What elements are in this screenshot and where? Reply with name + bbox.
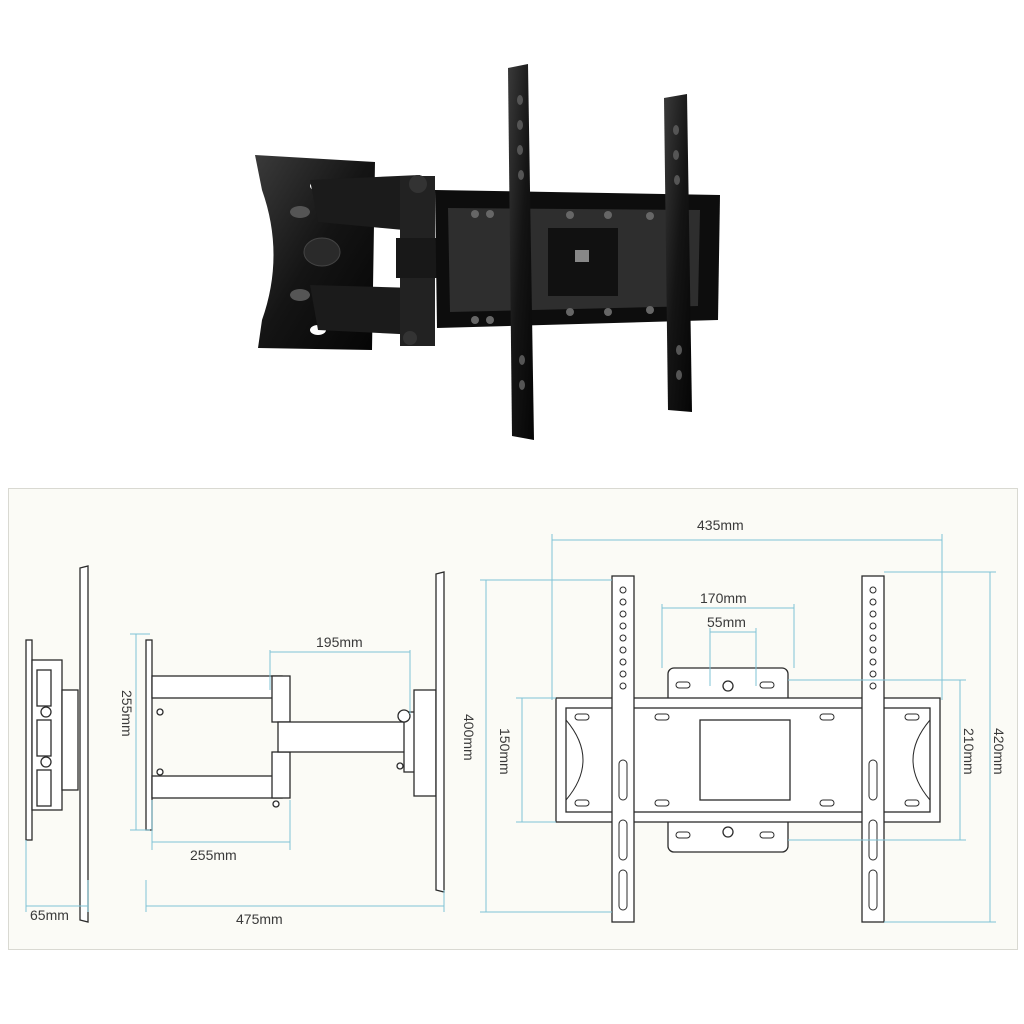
mount-width-label: 435mm	[697, 517, 744, 533]
hole-spacing-label: 55mm	[707, 614, 746, 630]
arm-width-label: 255mm	[190, 847, 237, 863]
rail-height-label: 400mm	[461, 714, 477, 761]
side-profile-collapsed	[25, 565, 89, 923]
plate-height-label: 210mm	[961, 728, 977, 775]
vesa-width-label: 170mm	[700, 590, 747, 606]
front-view	[480, 534, 996, 923]
max-height-label: 420mm	[991, 728, 1007, 775]
wall-plate-height-label: 255mm	[119, 690, 135, 737]
frame-height-label: 150mm	[497, 728, 513, 775]
product-photo	[255, 64, 720, 440]
arm-extension-label: 195mm	[316, 634, 363, 650]
side-thickness-label: 65mm	[30, 907, 69, 923]
side-profile-extended	[130, 571, 445, 912]
total-depth-label: 475mm	[236, 911, 283, 927]
tv-bracket	[435, 64, 720, 440]
swing-arm	[310, 175, 516, 346]
